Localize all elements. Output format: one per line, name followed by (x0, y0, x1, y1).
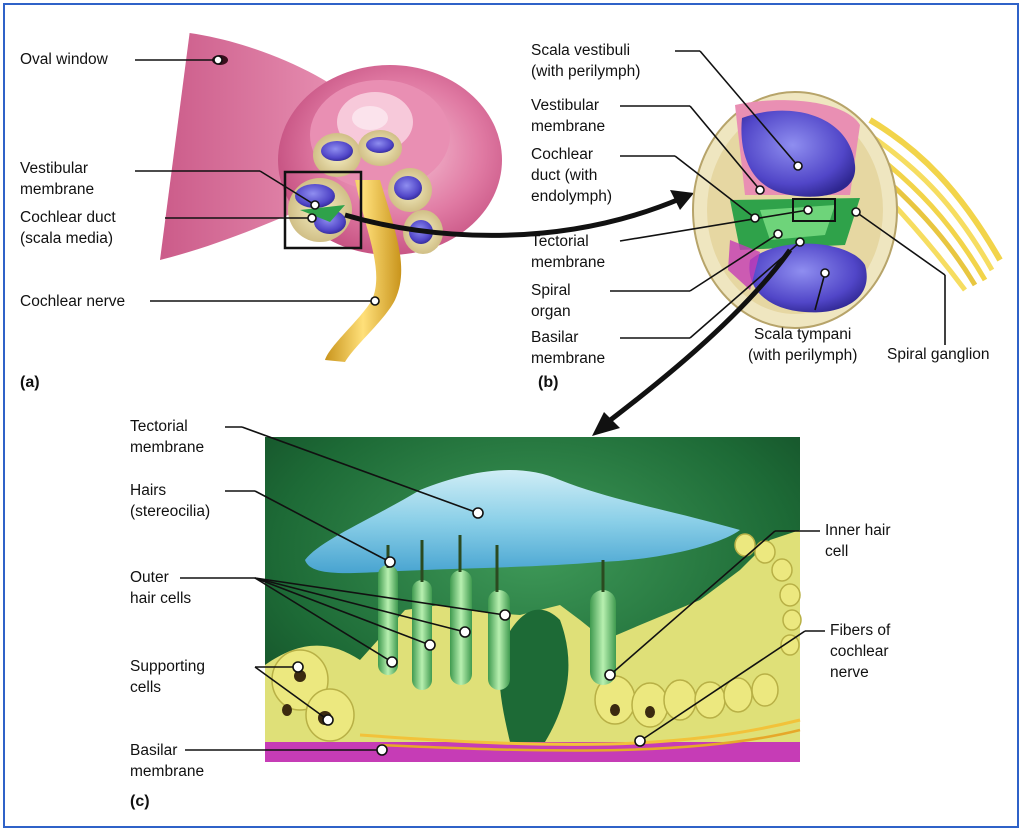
label-inner-hair-cell: Inner hair cell (825, 522, 891, 560)
label-supporting-cells: Supporting cells (130, 658, 205, 696)
leader-lines (135, 50, 946, 751)
panel-letter-c: (c) (130, 793, 150, 810)
label-cochlear-nerve: Cochlear nerve (20, 293, 126, 310)
label-outer-hair-cells: Outer hair cells (130, 569, 192, 607)
panel-letter-a: (a) (20, 374, 40, 391)
label-cochlear-duct-b: Cochlear duct (with endolymph) (531, 146, 612, 205)
label-tectorial-membrane-b: Tectorial membrane (531, 233, 606, 271)
panel-letter-b: (b) (538, 374, 559, 391)
label-scala-tympani: Scala tympani (with perilymph) (748, 326, 858, 364)
panel-c-illustration (265, 437, 802, 762)
panel-a-illustration (150, 30, 694, 362)
label-oval-window: Oval window (20, 51, 108, 68)
label-spiral-organ: Spiral organ (531, 282, 571, 320)
label-vestibular-membrane-b: Vestibular membrane (531, 97, 606, 135)
label-scala-vestibuli: Scala vestibuli (with perilymph) (531, 42, 641, 80)
label-tectorial-membrane-c: Tectorial membrane (130, 418, 205, 456)
label-cochlear-duct-a: Cochlear duct (scala media) (20, 209, 116, 247)
label-basilar-membrane-c: Basilar membrane (130, 742, 205, 780)
label-spiral-ganglion: Spiral ganglion (887, 346, 990, 363)
panel-b-illustration (592, 91, 1003, 436)
label-fibers-cochlear-nerve: Fibers of cochlear nerve (830, 622, 891, 681)
label-basilar-membrane-b: Basilar membrane (531, 329, 606, 367)
label-hairs-stereocilia: Hairs (stereocilia) (130, 482, 211, 520)
leader-dots (213, 55, 861, 756)
label-vestibular-membrane-a: Vestibular membrane (20, 160, 95, 198)
